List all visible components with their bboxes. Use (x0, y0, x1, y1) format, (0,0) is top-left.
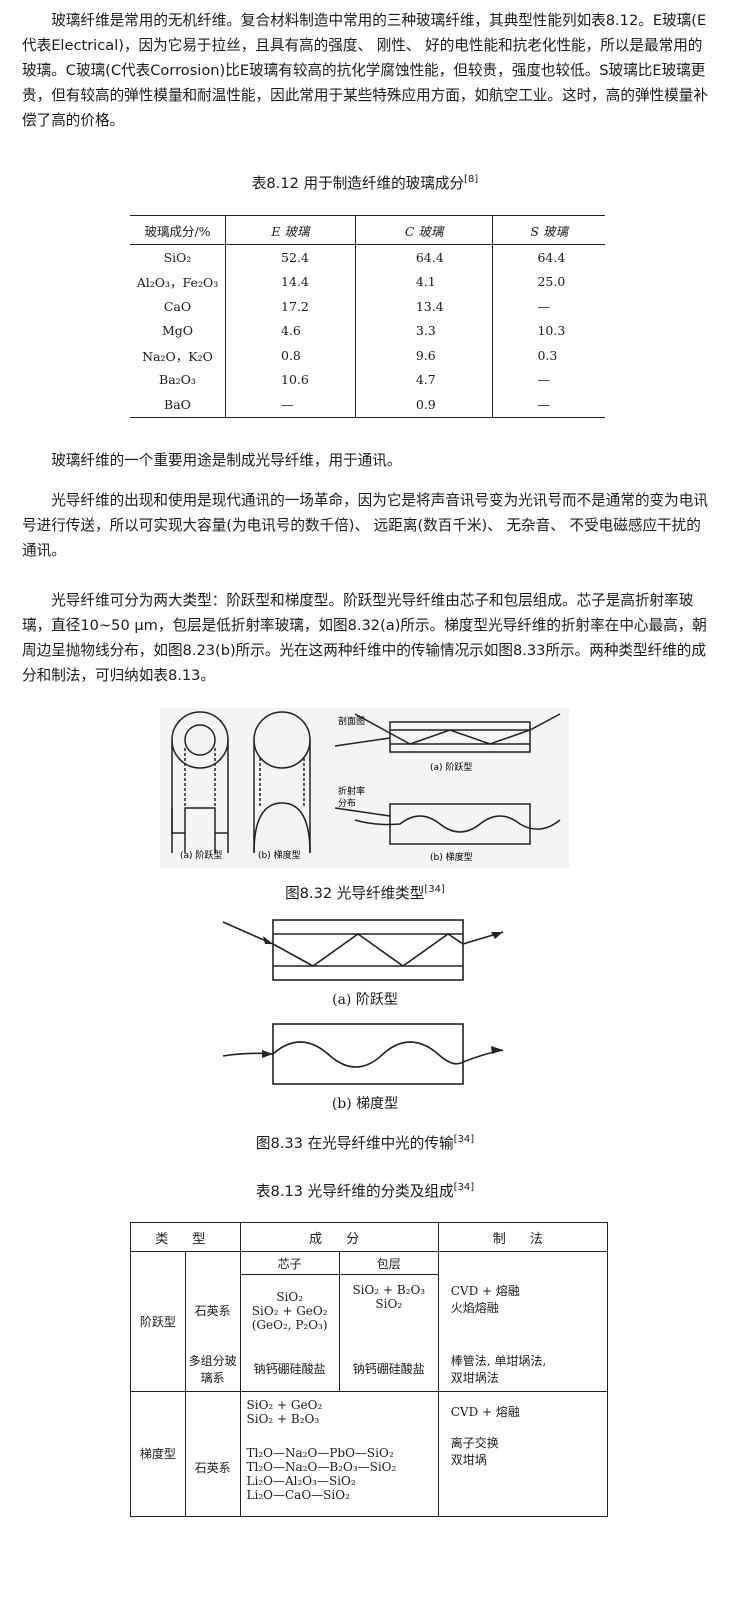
table2-grad-core-b-3: Li₂O—CaO—SiO₂ (246, 1487, 350, 1502)
table2-grad-core-b-1: Tl₂O—Na₂O—B₂O₃—SiO₂ (246, 1459, 397, 1474)
table2-grad-core-b-0: Tl₂O—Na₂O—PbO—SiO₂ (246, 1445, 394, 1460)
table1-value-cell: 0.3 (492, 343, 605, 368)
table2-grad-method-b-0: 离子交换 (450, 1435, 499, 1450)
table1-value-cell: 10.3 (492, 318, 605, 343)
table1-value-cell: 0.8 (225, 343, 356, 368)
table1-value-cell: 3.3 (354, 318, 493, 343)
figure833-ref: [34] (453, 1134, 475, 1146)
table1-ref: [8] (464, 174, 479, 186)
figure-8-33 (222, 919, 504, 1085)
table1-header-0: 玻璃成分/% (130, 215, 226, 245)
table1-row: BaO—0.9— (130, 392, 605, 418)
table2-step-multi: 多组分玻璃系 (184, 1346, 241, 1392)
paragraph-optical-use: 玻璃纤维的一个重要用途是制成光导纤维，用于通讯。 (51, 452, 402, 469)
table1-component-cell: Na₂O，K₂O (142, 348, 213, 364)
table1-value-cell: 13.4 (354, 294, 493, 319)
fig832-label-a: (a) 阶跃型 (180, 849, 222, 861)
table1-header-2: C 玻璃 (354, 215, 493, 245)
table2-step-multi-clad: 钠钙硼硅酸盐 (338, 1346, 439, 1392)
table1-component-cell: MgO (161, 323, 194, 339)
table1-component-cell: SiO₂ (163, 249, 192, 265)
table2-step-quartz-method-1: 火焰熔融 (450, 1301, 499, 1316)
figure832-caption-text: 图8.32 光导纤维类型 (285, 885, 425, 902)
table1-value-cell: 25.0 (492, 269, 605, 294)
table2-step-clad-0: SiO₂ + B₂O₃ (352, 1283, 426, 1297)
table2-caption: 表8.13 光导纤维的分类及组成[34] (0, 1180, 730, 1201)
table1-value-cell: 64.4 (492, 244, 605, 270)
table1-value-cell: 4.1 (354, 269, 493, 294)
table2-grad-core-a-0: SiO₂ + GeO₂ (246, 1397, 323, 1412)
table1-value-cell: — (492, 294, 605, 319)
table1-value-cell: 4.6 (225, 318, 356, 343)
table1-caption-text: 表8.12 用于制造纤维的玻璃成分 (251, 175, 465, 192)
table2-step-core-1: SiO₂ + GeO₂ (251, 1303, 328, 1318)
table2-grad-type: 梯度型 (130, 1390, 186, 1517)
table2-grad-method-b-1: 双坩埚 (450, 1452, 487, 1467)
table1-component-cell: Al₂O₃，Fe₂O₃ (136, 275, 219, 291)
table2-header-composition: 成 分 (239, 1222, 439, 1252)
fiber-classification-table: 类 型 成 分 制 法 阶跃型 芯子 包层 CVD + 熔融 火焰熔融 石英系 … (130, 1222, 609, 1517)
paragraph-optical-revolution: 光导纤维的出现和使用是现代通讯的一场革命，因为它是将声音讯号变为光讯号而不是通常… (22, 492, 708, 559)
figure832-ref: [34] (424, 884, 445, 896)
table1-value-cell: 0.9 (354, 392, 493, 418)
fig833-label-a: (a) 阶跃型 (332, 992, 398, 1008)
table1-header-3: S 玻璃 (492, 215, 605, 245)
figure832-caption: 图8.32 光导纤维类型[34] (0, 882, 730, 903)
figure833-caption: 图8.33 在光导纤维中光的传输[34] (0, 1132, 730, 1153)
table1-value-cell: 64.4 (354, 244, 493, 270)
table1-value-cell: — (492, 392, 605, 418)
fig832-index-label-1: 折射率 (338, 785, 365, 797)
table2-step-core-2: (GeO₂, P₂O₃) (251, 1317, 328, 1332)
table2-step-clad-1: SiO₂ (375, 1297, 403, 1311)
table1-component-cell: BaO (130, 392, 226, 418)
table2-header-method: 制 法 (437, 1222, 609, 1252)
table1-value-cell: 14.4 (225, 269, 356, 294)
figure833-caption-text: 图8.33 在光导纤维中光的传输 (255, 1135, 454, 1152)
table1-component-cell: Ba₂O₃ (159, 372, 196, 388)
table1-value-cell: 52.4 (225, 244, 356, 270)
table2-step-multi-method-1: 双坩埚法 (450, 1370, 499, 1385)
table1-component-cell: CaO (163, 298, 192, 314)
figure-8-32: (a) 阶跃型 (b) 梯度型 剖面图 折射率 分布 (a) 阶跃型 (b) 梯… (160, 708, 570, 868)
fig832-index-label-2: 分布 (338, 797, 356, 809)
table2-step-multi-method-0: 棒管法, 单坩埚法, (450, 1353, 547, 1368)
table1-value-cell: — (225, 392, 356, 418)
table2-step-quartz-method-0: CVD + 熔融 (450, 1284, 520, 1299)
fig832-right-label-a: (a) 阶跃型 (430, 761, 472, 773)
table2-grad-quartz: 石英系 (184, 1390, 241, 1517)
table2-grad-core-a-1: SiO₂ + B₂O₃ (246, 1411, 320, 1426)
table1-value-cell: 4.7 (354, 367, 493, 392)
table1-header-1: E 玻璃 (225, 215, 356, 245)
fig832-section-label: 剖面图 (338, 715, 365, 727)
table2-step-quartz: 石英系 (184, 1274, 241, 1347)
table2-caption-text: 表8.13 光导纤维的分类及组成 (255, 1183, 454, 1200)
fig832-label-b: (b) 梯度型 (258, 849, 301, 861)
table2-step-core-0: SiO₂ (276, 1289, 304, 1304)
table1-value-cell: 17.2 (225, 294, 356, 319)
table2-clad-header: 包层 (338, 1251, 439, 1275)
table1-value-cell: 10.6 (225, 367, 356, 392)
table1-value-cell: — (492, 367, 605, 392)
table2-step-type: 阶跃型 (130, 1251, 186, 1392)
paragraph-fiber-types: 光导纤维可分为两大类型：阶跃型和梯度型。阶跃型光导纤维由芯子和包层组成。芯子是高… (22, 592, 707, 684)
fig833-label-b: (b) 梯度型 (331, 1096, 399, 1112)
table2-core-header: 芯子 (239, 1251, 340, 1275)
table1-caption: 表8.12 用于制造纤维的玻璃成分[8] (0, 172, 730, 193)
paragraph-intro: 玻璃纤维是常用的无机纤维。复合材料制造中常用的三种玻璃纤维，其典型性能列如表8.… (22, 12, 708, 129)
table1-value-cell: 9.6 (354, 343, 493, 368)
fig832-right-label-b: (b) 梯度型 (430, 851, 473, 863)
table2-grad-core-b-2: Li₂O—Al₂O₃—SiO₂ (246, 1473, 356, 1488)
table2-header-type: 类 型 (130, 1222, 241, 1252)
table2-grad-method-a: CVD + 熔融 (437, 1390, 609, 1432)
table2-step-multi-core: 钠钙硼硅酸盐 (239, 1346, 340, 1392)
table2-ref: [34] (453, 1182, 475, 1194)
